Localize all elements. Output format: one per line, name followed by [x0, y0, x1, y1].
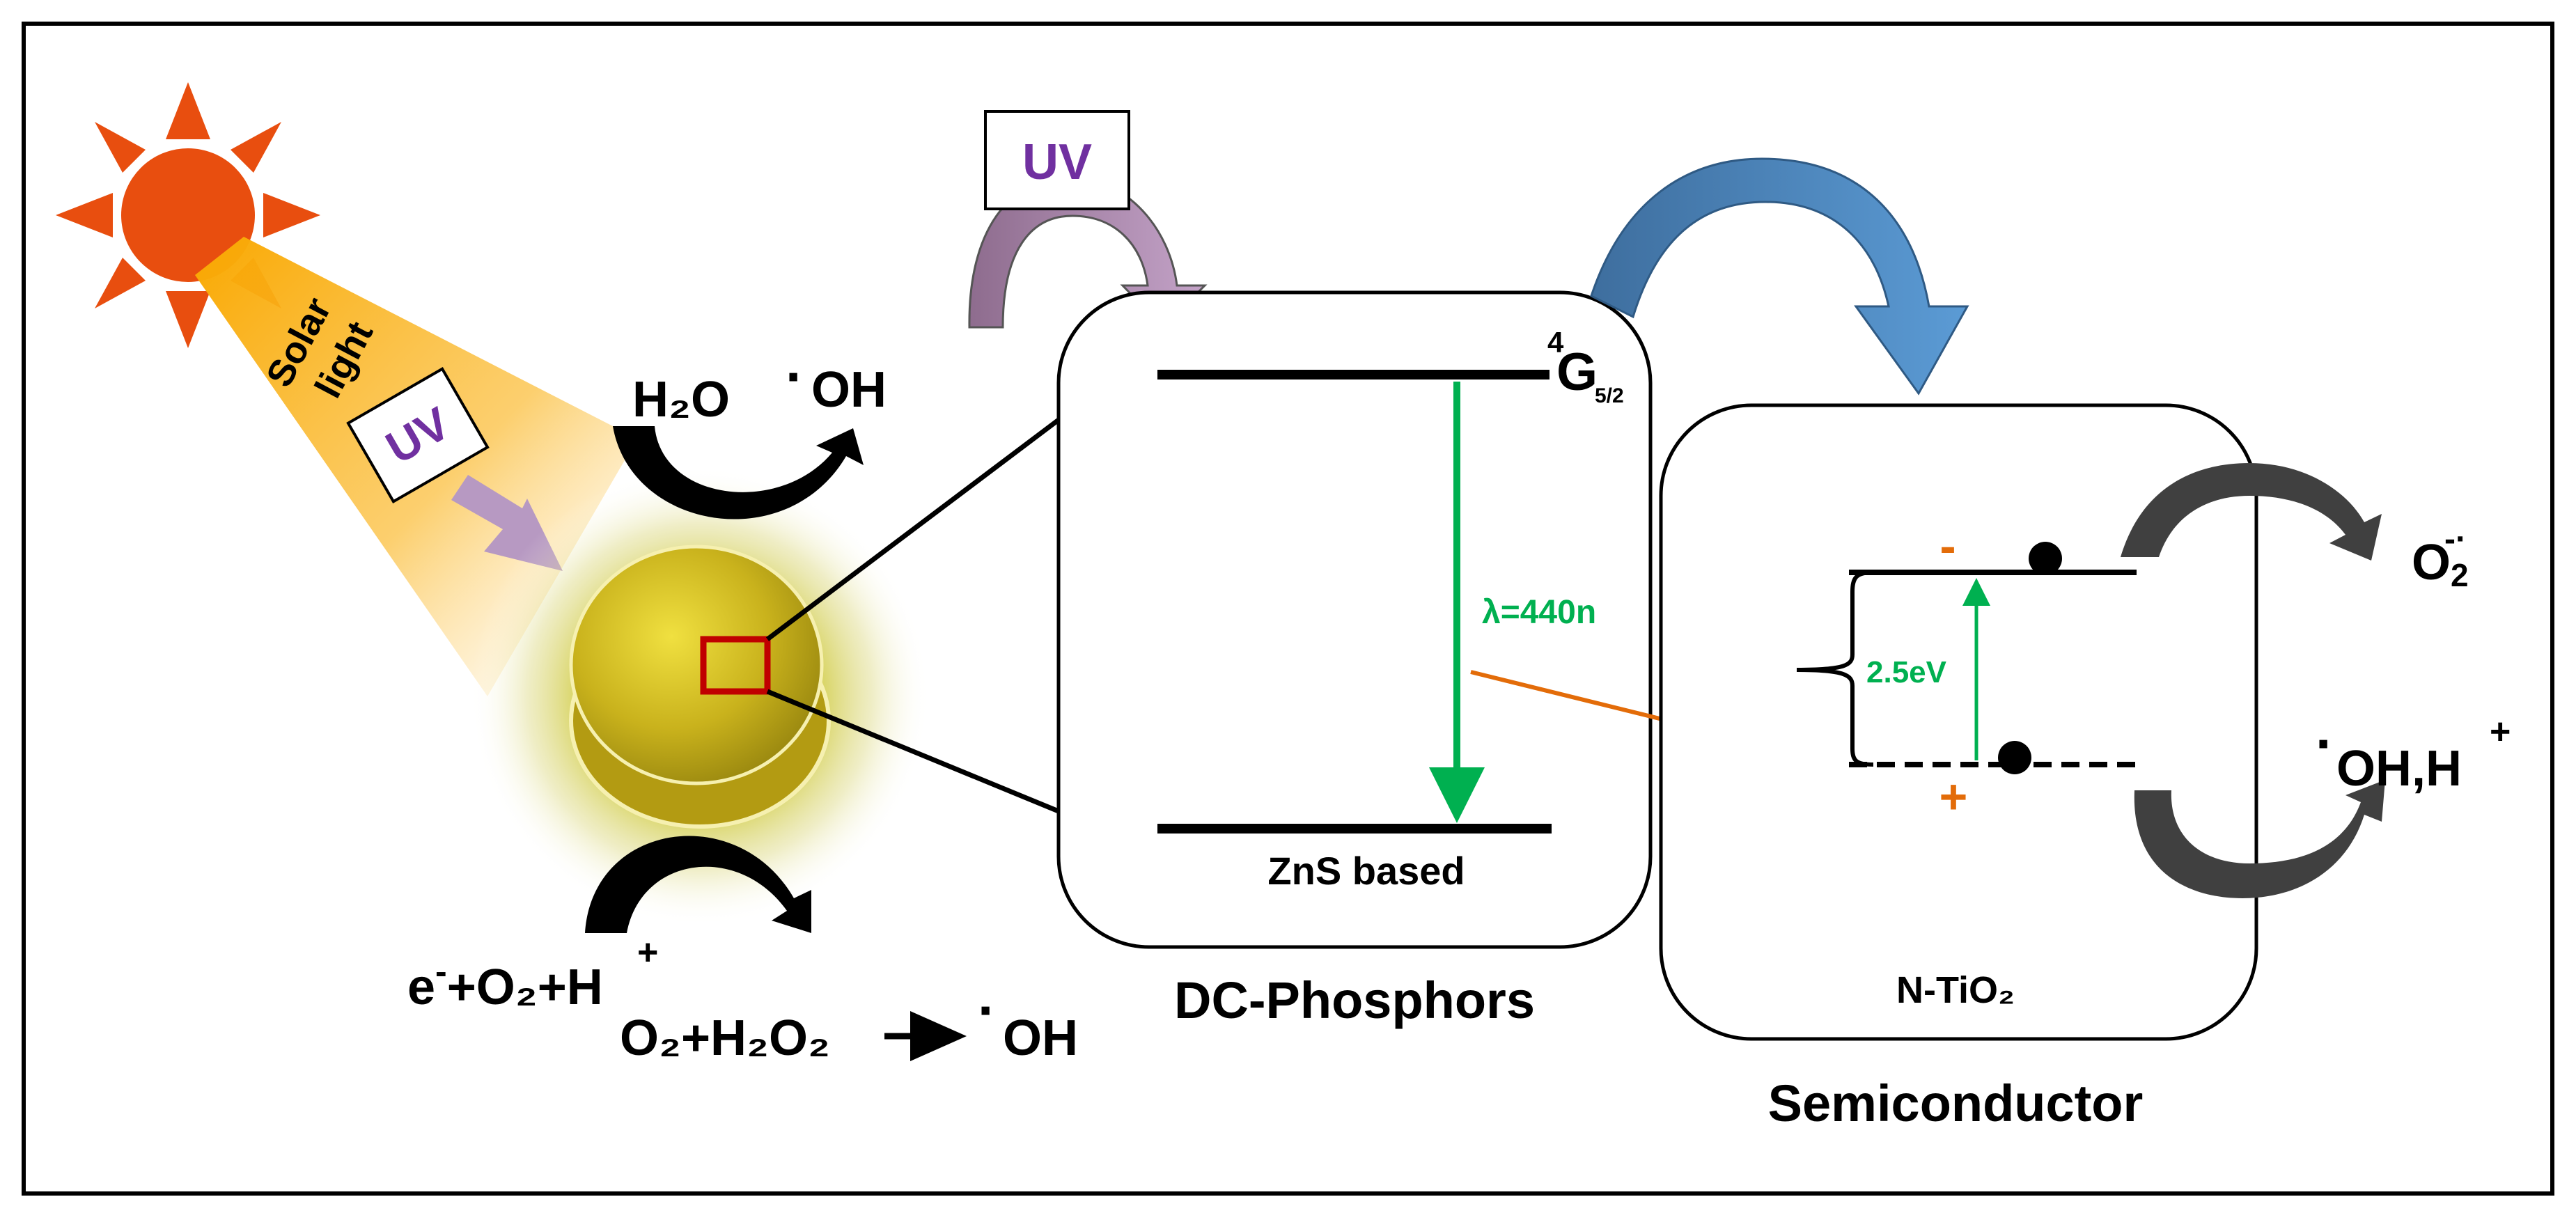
upper-state-label: G: [1556, 343, 1598, 402]
bottom-chain-oh: OH: [1003, 1010, 1078, 1066]
bottom-chain-dot: ·: [978, 979, 997, 1041]
vb-plus-sign: +: [1939, 769, 1968, 824]
particle-zoom-region: [700, 636, 771, 695]
beam-uv-box: UV: [346, 366, 490, 504]
bottom-reactant-h-sup: +: [637, 932, 658, 973]
hydroxyl-arrow: [2134, 780, 2385, 898]
phosphor-box: [1056, 290, 1653, 949]
bandgap-label: 2.5eV: [1866, 655, 1947, 689]
product-oh-h: OH,H: [2336, 741, 2462, 797]
product-oh-dot: ·: [2316, 712, 2334, 774]
zoom-line-top: [765, 418, 1061, 641]
particle-disc: [569, 545, 824, 785]
phosphor-lower-label: ZnS based: [1267, 849, 1465, 893]
top-reaction-arrow: [613, 426, 864, 519]
outer-frame: [22, 22, 2554, 1196]
superoxide-arrow: [2121, 463, 2382, 561]
phosphor-uv-label: UV: [1022, 134, 1092, 190]
upper-state-sup: 4: [1547, 326, 1564, 359]
semiconductor-caption: Semiconductor: [1768, 1074, 2144, 1132]
emission-label: λ=440n: [1482, 594, 1596, 631]
product-superoxide-sup: -·: [2444, 521, 2467, 558]
bottom-reaction-arrow: [585, 836, 811, 933]
phosphor-uv-box: [984, 110, 1130, 210]
top-product-dot: ·: [786, 345, 804, 407]
top-product-oh: OH: [811, 362, 887, 418]
cb-minus-sign: -: [1939, 519, 1956, 573]
top-reactant-h2o: H₂O: [632, 372, 730, 428]
bottom-chain-left: O₂+H₂O₂: [620, 1010, 830, 1066]
bandgap-bracket: [1796, 570, 1874, 767]
zoom-line-bottom: [766, 689, 1060, 814]
product-oh-h-sup: +: [2490, 712, 2511, 752]
phosphor-caption: DC-Phosphors: [1174, 971, 1535, 1029]
product-superoxide: O2: [2412, 535, 2469, 593]
sun-icon: [56, 82, 320, 348]
electron-icon: [2029, 542, 2062, 575]
hole-icon: [1998, 741, 2031, 774]
bottom-reactant-e: e-+O₂+H: [407, 952, 603, 1015]
upper-state-sub: 5/2: [1595, 384, 1624, 407]
semiconductor-box: [1659, 403, 2258, 1041]
phosphor-to-semiconductor-arrow: [1590, 157, 1969, 396]
semiconductor-material: N-TiO₂: [1896, 969, 2015, 1011]
